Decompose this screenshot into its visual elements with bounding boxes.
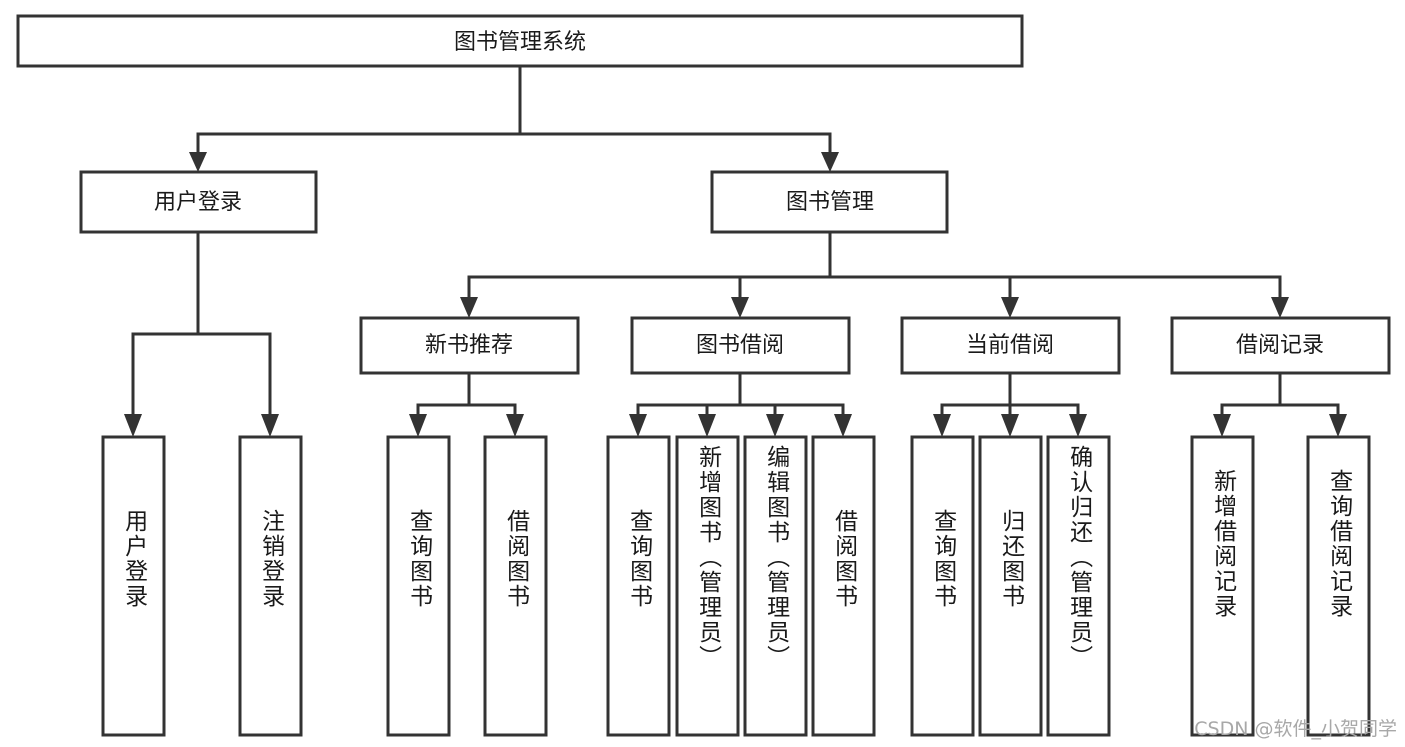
arrowhead-book-borrow <box>731 297 749 318</box>
arrowhead-user-login <box>189 152 207 172</box>
nodes-layer: 图书管理系统 用户登录 图书管理 新书推荐 图书借阅 当前借阅 借阅记录 <box>16 14 1391 737</box>
arrowhead-leaf-user-login-1 <box>124 414 142 437</box>
node-root-label: 图书管理系统 <box>454 30 586 55</box>
arrowhead-leaf-book-borrow-1 <box>629 414 647 437</box>
leaf-box-current-borrow-2[interactable] <box>978 435 1043 737</box>
node-user-login-label: 用户登录 <box>154 190 242 215</box>
arrowhead-leaf-new-book-2 <box>506 414 524 437</box>
leaf-box-new-book-1[interactable] <box>386 435 451 737</box>
leaf-box-user-login-2[interactable] <box>238 435 303 737</box>
leaf-box-borrow-record-1[interactable] <box>1190 435 1255 737</box>
node-root-box[interactable] <box>16 14 1024 68</box>
arrowhead-leaf-book-borrow-3 <box>766 414 784 437</box>
leaf-box-new-book-2[interactable] <box>483 435 548 737</box>
node-borrow-record-label: 借阅记录 <box>1236 333 1324 358</box>
leaf-box-current-borrow-3[interactable] <box>1046 435 1111 737</box>
arrowhead-leaf-borrow-record-1 <box>1213 414 1231 437</box>
arrowhead-leaf-current-borrow-2 <box>1001 414 1019 437</box>
arrowhead-leaf-borrow-record-2 <box>1329 414 1347 437</box>
node-current-borrow-label: 当前借阅 <box>966 333 1054 358</box>
leaf-box-borrow-record-2[interactable] <box>1306 435 1371 737</box>
node-new-book-label: 新书推荐 <box>425 333 513 358</box>
node-borrow-record-box[interactable] <box>1170 316 1391 375</box>
arrowhead-new-book <box>460 297 478 318</box>
arrowheads-layer <box>124 152 1347 437</box>
arrowhead-leaf-user-login-2 <box>261 414 279 437</box>
node-new-book-box[interactable] <box>359 316 580 375</box>
arrowhead-leaf-book-borrow-2 <box>698 414 716 437</box>
leaf-box-book-borrow-3[interactable] <box>743 435 808 737</box>
leaf-box-book-borrow-4[interactable] <box>811 435 876 737</box>
arrowhead-leaf-current-borrow-3 <box>1069 414 1087 437</box>
arrowhead-leaf-new-book-1 <box>409 414 427 437</box>
leaf-box-current-borrow-1[interactable] <box>910 435 975 737</box>
node-book-manage-label: 图书管理 <box>786 190 874 215</box>
arrowhead-borrow-record <box>1271 297 1289 318</box>
arrowhead-book-manage <box>821 152 839 172</box>
node-user-login-box[interactable] <box>79 170 318 234</box>
leaf-box-book-borrow-2[interactable] <box>675 435 740 737</box>
arrowhead-current-borrow <box>1001 297 1019 318</box>
node-current-borrow-box[interactable] <box>900 316 1121 375</box>
node-book-manage-box[interactable] <box>710 170 949 234</box>
leaf-box-book-borrow-1[interactable] <box>606 435 671 737</box>
arrowhead-leaf-book-borrow-4 <box>834 414 852 437</box>
arrowhead-leaf-current-borrow-1 <box>933 414 951 437</box>
leaf-box-user-login-1[interactable] <box>101 435 166 737</box>
node-book-borrow-label: 图书借阅 <box>696 333 784 358</box>
node-book-borrow-box[interactable] <box>630 316 851 375</box>
